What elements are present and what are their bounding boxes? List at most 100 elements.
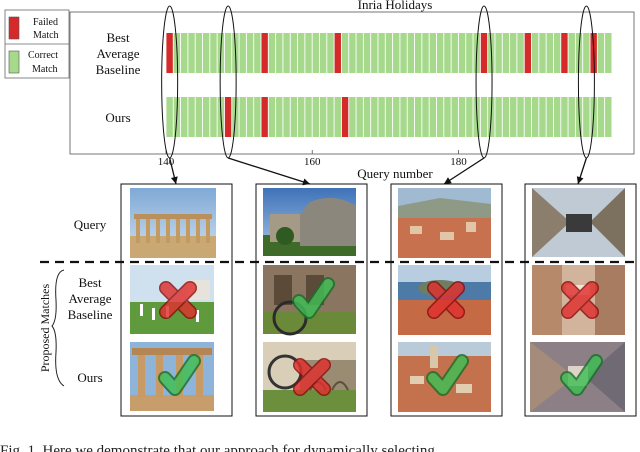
bar-correct xyxy=(429,33,437,73)
bar-failed xyxy=(261,33,268,73)
proposed-matches-label: Proposed Matches xyxy=(38,284,52,373)
bar-failed xyxy=(341,97,349,137)
chart-title: Inria Holidays xyxy=(358,0,433,12)
figure-caption: Fig. 1. Here we demonstrate that our app… xyxy=(0,443,435,452)
bar-correct xyxy=(451,97,458,137)
bar-correct xyxy=(378,97,385,137)
bar-correct xyxy=(407,33,415,73)
arrow-head xyxy=(576,176,584,184)
grid-label-baseline: Baseline xyxy=(68,307,113,322)
bar-correct xyxy=(561,97,568,137)
cross-mark xyxy=(427,281,465,319)
row-label-average: Average xyxy=(96,46,139,61)
bar-failed xyxy=(166,33,173,73)
x-tick-label: 180 xyxy=(450,156,467,168)
bars-baseline xyxy=(166,33,612,73)
grid-label-average: Average xyxy=(68,291,111,306)
query-image-4 xyxy=(532,188,625,257)
bar-correct xyxy=(451,33,458,73)
x-axis-label: Query number xyxy=(357,166,433,181)
bar-correct xyxy=(254,33,261,73)
legend: Failed Match Correct Match xyxy=(4,9,70,79)
bar-correct xyxy=(393,33,400,73)
query-image-2 xyxy=(263,188,356,256)
bar-correct xyxy=(239,97,246,137)
bar-correct xyxy=(254,97,261,137)
query-image-3 xyxy=(398,188,491,258)
bar-correct xyxy=(517,97,524,137)
bar-correct xyxy=(597,33,605,73)
bar-correct xyxy=(568,97,575,137)
example-panel-2 xyxy=(255,183,368,417)
bar-correct xyxy=(597,97,605,137)
bar-correct xyxy=(298,33,305,73)
bar-correct xyxy=(276,33,283,73)
legend-failed-swatch xyxy=(8,16,20,40)
bar-correct xyxy=(202,97,210,137)
bar-correct xyxy=(393,97,400,137)
legend-correct-line2: Match xyxy=(32,64,58,75)
highlight-arrows xyxy=(169,157,588,186)
query-image-1 xyxy=(130,188,216,258)
bar-correct xyxy=(312,97,320,137)
bar-correct xyxy=(349,97,356,137)
bar-correct xyxy=(334,97,341,137)
bar-correct xyxy=(400,97,407,137)
bar-correct xyxy=(283,33,290,73)
bars-ours xyxy=(166,97,612,137)
bar-correct xyxy=(583,97,590,137)
bar-correct xyxy=(181,97,188,137)
bar-correct xyxy=(385,33,393,73)
bar-correct xyxy=(188,33,195,73)
bar-correct xyxy=(246,33,254,73)
bar-correct xyxy=(495,97,502,137)
bar-correct xyxy=(539,33,546,73)
baseline-image-1 xyxy=(130,265,214,334)
check-mark xyxy=(560,354,603,396)
row-label-best: Best xyxy=(106,30,130,45)
example-panel-4 xyxy=(524,183,637,417)
bar-correct xyxy=(422,33,429,73)
bar-correct xyxy=(510,97,517,137)
legend-correct-swatch xyxy=(8,50,20,74)
bar-correct xyxy=(553,33,561,73)
example-panel-1 xyxy=(120,183,233,417)
bar-correct xyxy=(371,33,378,73)
arrow-head xyxy=(444,177,452,184)
cross-mark xyxy=(159,281,197,319)
bar-correct xyxy=(268,33,276,73)
bar-correct xyxy=(239,33,246,73)
bar-correct xyxy=(195,33,203,73)
grid-label-query: Query xyxy=(74,217,107,232)
bar-correct xyxy=(524,97,532,137)
bar-correct xyxy=(312,33,320,73)
bar-correct xyxy=(422,97,429,137)
bar-correct xyxy=(305,97,312,137)
proposed-matches-brace xyxy=(51,269,65,387)
legend-failed-line2: Match xyxy=(33,30,59,41)
bar-correct xyxy=(539,97,546,137)
match-marks xyxy=(158,277,603,396)
example-panel-3 xyxy=(390,183,503,417)
bar-correct xyxy=(319,33,327,73)
bar-correct xyxy=(349,33,356,73)
bar-correct xyxy=(502,97,510,137)
bar-correct xyxy=(605,97,612,137)
bar-correct xyxy=(202,33,210,73)
bar-correct xyxy=(531,33,539,73)
bar-correct xyxy=(188,97,195,137)
bar-correct xyxy=(568,33,575,73)
bar-correct xyxy=(290,97,298,137)
grid-label-ours: Ours xyxy=(77,370,102,385)
bar-correct xyxy=(224,33,232,73)
cross-mark xyxy=(293,358,331,396)
bar-correct xyxy=(583,33,590,73)
highlight-arrow xyxy=(227,157,311,185)
check-mark xyxy=(426,354,469,396)
arrow-head xyxy=(170,176,178,184)
bar-correct xyxy=(327,33,334,73)
check-mark xyxy=(158,354,201,396)
bar-correct xyxy=(363,97,371,137)
bar-failed xyxy=(524,33,532,73)
bar-correct xyxy=(305,33,312,73)
